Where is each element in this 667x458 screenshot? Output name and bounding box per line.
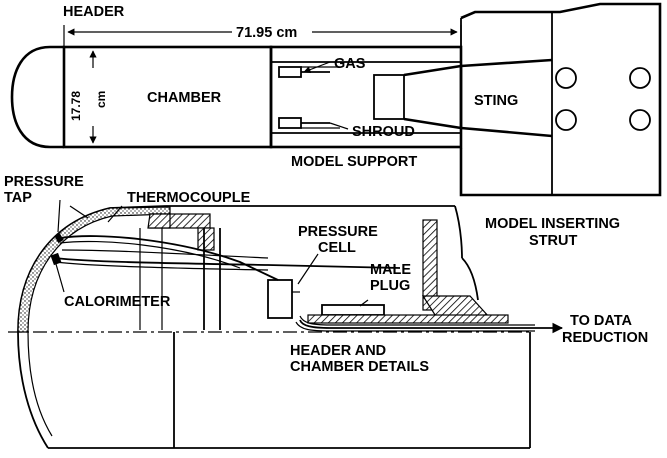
pressure-tap-port xyxy=(54,233,64,243)
label-diameter-unit: cm xyxy=(94,91,108,108)
label-model-inserting-1: MODEL INSERTING xyxy=(485,216,620,232)
strut-bolt xyxy=(629,67,651,89)
pressure-cell xyxy=(267,279,293,319)
strut-bolt xyxy=(555,109,577,131)
sting-collar xyxy=(373,74,405,120)
label-gas: GAS xyxy=(334,56,366,72)
sting xyxy=(403,64,463,130)
label-pressure-tap-1: PRESSURE xyxy=(4,174,84,190)
top-view xyxy=(10,2,662,197)
label-shroud: SHROUD xyxy=(352,124,415,140)
label-header: HEADER xyxy=(63,4,125,20)
male-plug xyxy=(321,304,385,316)
label-to-data-1: TO DATA xyxy=(570,313,633,329)
label-male-plug-2: PLUG xyxy=(370,278,410,294)
label-pressure-tap-2: TAP xyxy=(4,190,32,206)
label-details-2: CHAMBER DETAILS xyxy=(290,359,429,375)
detail-view xyxy=(8,199,564,449)
label-diameter-value: 17.78 xyxy=(69,91,83,121)
label-sting: STING xyxy=(474,93,518,109)
label-to-data-2: REDUCTION xyxy=(562,330,648,346)
thermocouple-lead xyxy=(59,235,279,281)
label-model-inserting-2: STRUT xyxy=(529,233,577,249)
calorimeter-sensor xyxy=(50,252,62,266)
strut-bolt xyxy=(555,67,577,89)
pressure-tap-line xyxy=(61,249,269,259)
label-pressure-cell-2: CELL xyxy=(318,240,356,256)
label-model-support: MODEL SUPPORT xyxy=(291,154,417,170)
label-pressure-cell-1: PRESSURE xyxy=(298,224,378,240)
insulation-layer xyxy=(17,206,171,333)
header-dome xyxy=(10,45,64,149)
label-male-plug-1: MALE xyxy=(370,262,411,278)
strut-bolt xyxy=(629,109,651,131)
label-length-dim: 71.95 cm xyxy=(236,25,297,41)
label-thermocouple: THERMOCOUPLE xyxy=(127,190,251,206)
label-chamber: CHAMBER xyxy=(147,90,222,106)
model-inserting-strut xyxy=(459,2,662,197)
label-calorimeter: CALORIMETER xyxy=(64,294,171,310)
label-details-1: HEADER AND xyxy=(290,343,386,359)
